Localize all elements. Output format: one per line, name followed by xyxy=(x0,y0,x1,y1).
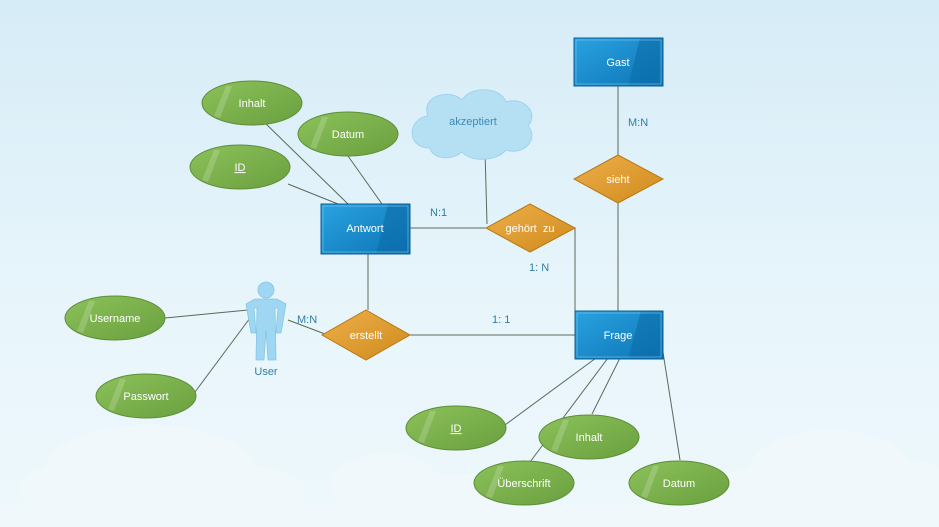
attribute-antwort-inhalt[interactable]: Inhalt xyxy=(201,80,303,126)
cloud-akzeptiert[interactable]: akzeptiert xyxy=(411,89,533,160)
attribute-ellipse xyxy=(538,414,640,460)
attribute-label: Überschrift xyxy=(497,478,550,490)
person-icon xyxy=(245,281,287,361)
line-gehoert-frage xyxy=(572,227,576,312)
cardinality-erstellt-frage: 1: 1 xyxy=(492,314,510,326)
attribute-sheen xyxy=(214,86,232,118)
attribute-user-username[interactable]: Username xyxy=(64,295,166,341)
cardinality-gehoert-frage: 1: N xyxy=(529,262,549,274)
line-cloud-gehoert xyxy=(484,149,488,225)
attribute-ellipse xyxy=(297,111,399,157)
attribute-sheen xyxy=(310,117,328,149)
relationship-erstellt-diamond xyxy=(320,309,412,361)
relationship-erstellt-label: erstellt xyxy=(350,330,382,342)
entity-antwort[interactable]: Antwort xyxy=(320,203,411,255)
line-antwort-datum xyxy=(347,155,383,205)
entity-gast-inner xyxy=(575,39,662,85)
entity-frage-shade xyxy=(628,311,663,359)
attribute-ellipse xyxy=(64,295,166,341)
entity-gast-shade xyxy=(628,38,663,86)
attribute-sheen xyxy=(486,466,504,498)
entity-antwort-shade xyxy=(376,204,410,254)
attribute-ellipse xyxy=(405,405,507,451)
attribute-sheen xyxy=(641,466,659,498)
cardinality-labels: M:N N:1 1: N M:N 1: 1 xyxy=(297,117,648,326)
line-user-erstellt xyxy=(287,319,326,335)
attribute-sheen xyxy=(418,411,436,443)
attribute-sheen xyxy=(108,379,126,411)
cardinality-gast-sieht: M:N xyxy=(628,117,648,129)
attribute-ellipse xyxy=(95,373,197,419)
line-frage-inhalt xyxy=(591,357,621,415)
attribute-ellipse xyxy=(201,80,303,126)
attribute-label: Inhalt xyxy=(239,98,266,110)
cloud-shape xyxy=(411,89,533,160)
actor-user-label: User xyxy=(254,366,278,378)
attribute-label: Datum xyxy=(332,129,364,141)
attribute-sheen xyxy=(77,301,95,333)
attribute-frage-ueberschrift[interactable]: Überschrift xyxy=(473,460,575,506)
relationship-sieht-diamond xyxy=(572,154,665,204)
relationship-sieht[interactable]: sieht xyxy=(572,154,665,204)
line-antwort-id xyxy=(287,183,339,205)
line-user-username xyxy=(164,309,249,319)
attribute-label-key: ID xyxy=(451,423,462,435)
attribute-sheen xyxy=(202,150,220,182)
actor-user[interactable]: User xyxy=(245,281,287,378)
attribute-label: Username xyxy=(90,313,141,325)
line-antwort-inhalt xyxy=(261,119,349,205)
background-clouds xyxy=(0,425,939,527)
attribute-label-key: ID xyxy=(235,162,246,174)
entity-antwort-label: Antwort xyxy=(346,223,383,235)
entity-antwort-inner xyxy=(322,205,409,253)
attribute-ellipse xyxy=(473,460,575,506)
attribute-label: Passwort xyxy=(123,391,168,403)
relationship-gehoert-zu-diamond xyxy=(484,203,577,253)
relationship-erstellt[interactable]: erstellt xyxy=(320,309,412,361)
attribute-frage-datum[interactable]: Datum xyxy=(628,460,730,506)
cardinality-user-erstellt: M:N xyxy=(297,314,317,326)
attribute-label: Inhalt xyxy=(576,432,603,444)
entity-gast[interactable]: Gast xyxy=(573,37,664,87)
line-frage-datum xyxy=(661,345,681,461)
entity-gast-label: Gast xyxy=(606,57,629,69)
attribute-label: Datum xyxy=(663,478,695,490)
attribute-sheen xyxy=(551,420,569,452)
attribute-ellipse xyxy=(628,460,730,506)
relationship-gehoert-zu-label: gehört zu xyxy=(506,223,555,235)
attribute-antwort-datum[interactable]: Datum xyxy=(297,111,399,157)
attribute-user-passwort[interactable]: Passwort xyxy=(95,373,197,419)
entity-frage-label: Frage xyxy=(604,330,633,342)
relationship-gehoert-zu[interactable]: gehört zu xyxy=(484,203,577,253)
relationship-sieht-label: sieht xyxy=(606,174,629,186)
attribute-frage-id[interactable]: ID xyxy=(405,405,507,451)
attribute-antwort-id[interactable]: ID xyxy=(189,144,291,190)
cloud-label: akzeptiert xyxy=(449,116,497,128)
line-user-passwort xyxy=(194,317,251,393)
entity-frage-inner xyxy=(576,312,662,358)
entity-frage[interactable]: Frage xyxy=(574,310,664,360)
attribute-ellipse xyxy=(189,144,291,190)
attribute-frage-inhalt[interactable]: Inhalt xyxy=(538,414,640,460)
cardinality-antwort-gehoert: N:1 xyxy=(430,207,447,219)
line-frage-id xyxy=(504,357,597,426)
